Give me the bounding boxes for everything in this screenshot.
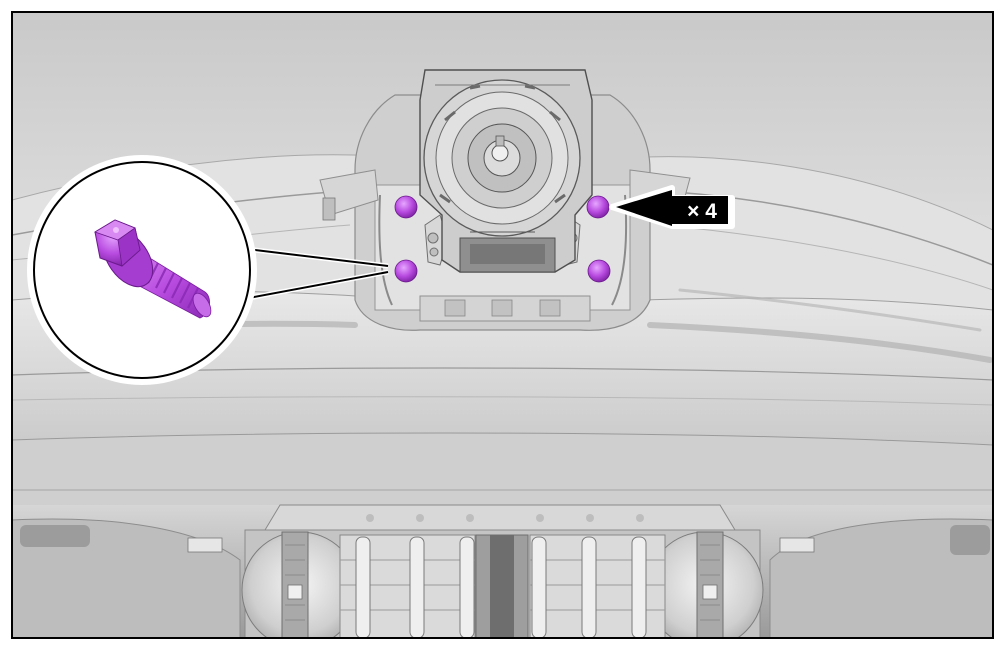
center-vent-assembly [241, 504, 764, 638]
bolt-detail-inset [27, 155, 257, 385]
dashboard-render [12, 12, 993, 638]
flange-bolt-icon [94, 219, 212, 319]
mounting-bolt-lower-left [394, 259, 418, 283]
illustration-frame [11, 11, 994, 639]
mounting-bolt-lower-right [587, 259, 611, 283]
mounting-bolt-upper-left [394, 195, 418, 219]
clock-spring-module [419, 69, 593, 273]
quantity-label: × 4 [687, 200, 717, 223]
callout-arrow-icon [609, 185, 735, 229]
mounting-bolt-group [394, 195, 611, 283]
quantity-callout: × 4 [609, 185, 735, 229]
mounting-bolt-upper-right [586, 195, 610, 219]
detail-leader-lines [237, 245, 389, 303]
